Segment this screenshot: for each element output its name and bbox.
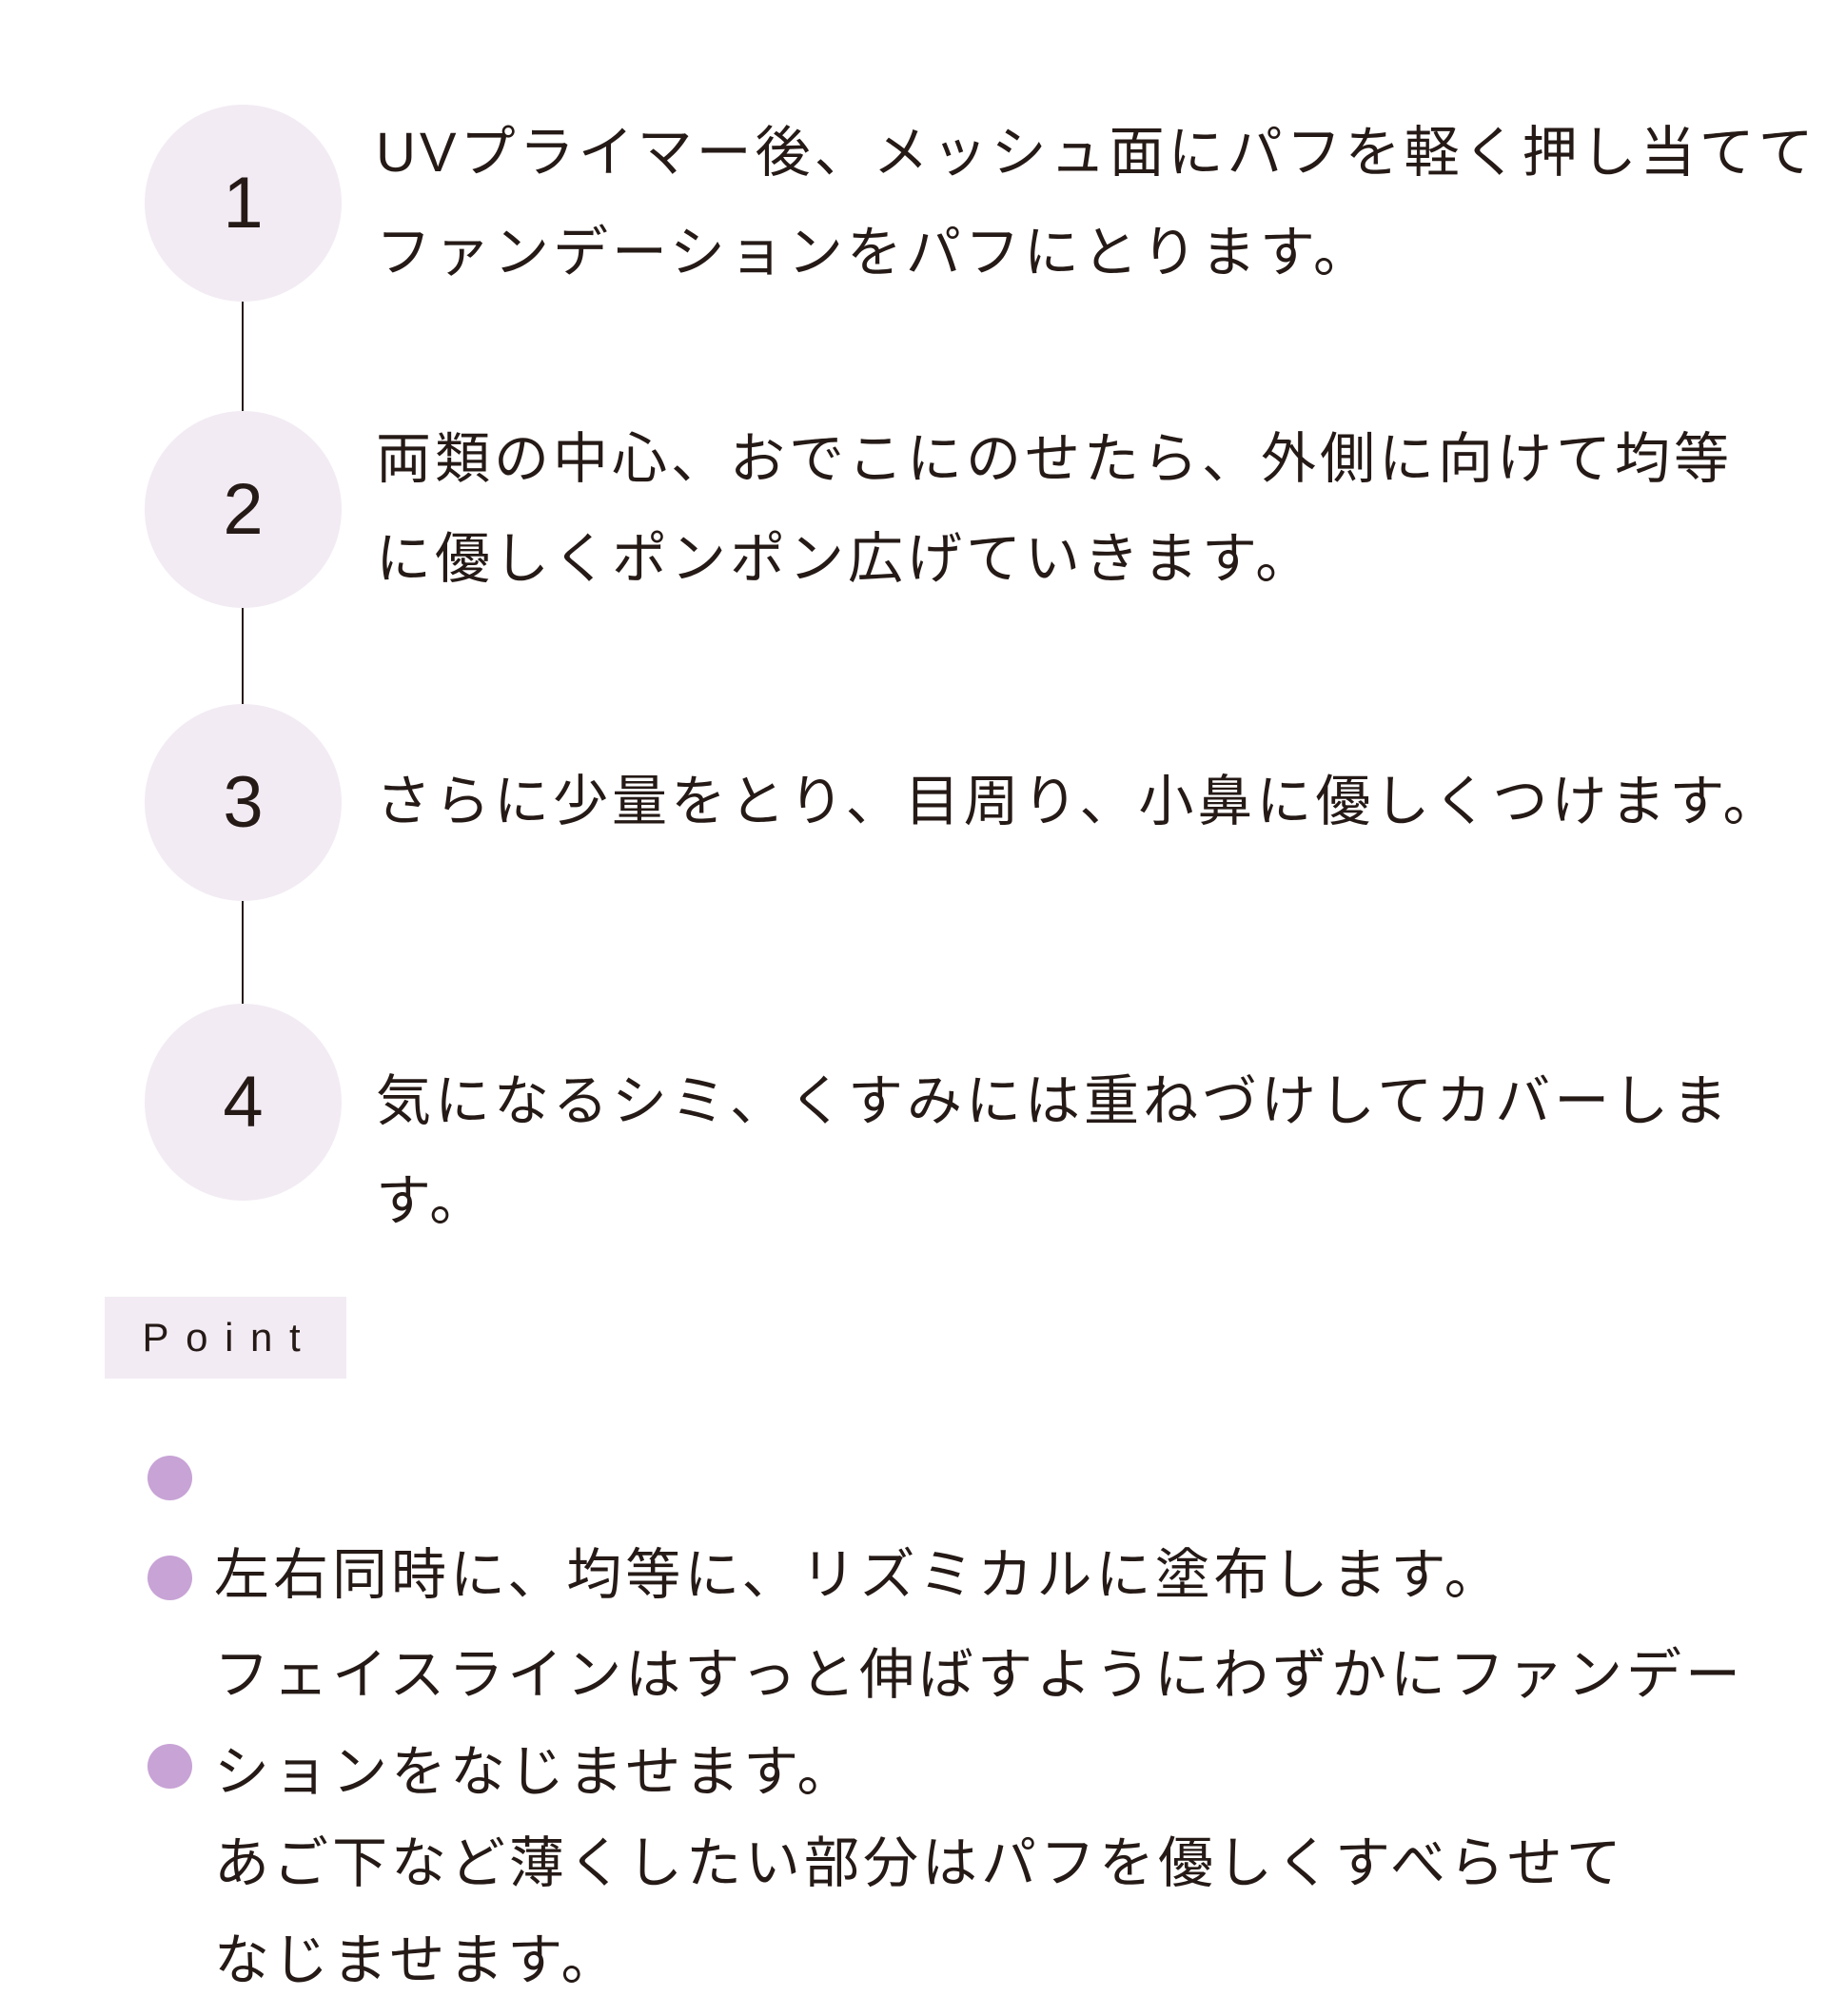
bullet-dot-icon bbox=[147, 1456, 192, 1500]
step-3-circle-badge: 3 bbox=[145, 704, 342, 901]
point-item-text: 左右同時に、均等に、リズミカルに塗布します。 bbox=[214, 1544, 1503, 1606]
bullet-dot-icon bbox=[147, 1556, 192, 1600]
step-4-description: 気になるシミ、くすみには重ねづけしてカバーします。 bbox=[376, 1070, 1732, 1232]
step-4-number: 4 bbox=[223, 1061, 264, 1143]
point-item-text: あご下など薄くしたい部分はパフを優しくすべらせて なじませます。 bbox=[214, 1832, 1625, 1991]
point-section-label: Point bbox=[105, 1297, 346, 1379]
step-2-circle-badge: 2 bbox=[145, 411, 342, 608]
point-list-item: フェイスラインはすっと伸ばすようにわずかにファンデー ションをなじませます。 bbox=[147, 1530, 1744, 1821]
step-1-description: UVプライマー後、メッシュ面にパフを軽く押し当てて ファンデーションをパフにとり… bbox=[376, 122, 1817, 284]
point-list-item: 左右同時に、均等に、リズミカルに塗布します。 bbox=[147, 1430, 1503, 1624]
bullet-dot-icon bbox=[147, 1744, 192, 1789]
step-1-circle-badge: 1 bbox=[145, 105, 342, 302]
step-connector-line-1-2 bbox=[242, 203, 244, 509]
point-item-text: フェイスラインはすっと伸ばすようにわずかにファンデー ションをなじませます。 bbox=[214, 1644, 1744, 1803]
step-1-number: 1 bbox=[223, 162, 264, 244]
point-list-item: あご下など薄くしたい部分はパフを優しくすべらせて なじませます。 bbox=[147, 1718, 1625, 2009]
step-3-description: さらに少量をとり、目周り、小鼻に優しくつけます。 bbox=[376, 771, 1782, 832]
step-connector-line-2-3 bbox=[242, 509, 244, 802]
step-3-number: 3 bbox=[223, 761, 264, 843]
step-2-number: 2 bbox=[223, 468, 264, 550]
step-4-circle-badge: 4 bbox=[145, 1004, 342, 1201]
step-connector-line-3-4 bbox=[242, 802, 244, 1102]
step-2-description: 両類の中心、おでこにのせたら、外側に向けて均等 に優しくポンポン広げていきます。 bbox=[376, 428, 1734, 590]
